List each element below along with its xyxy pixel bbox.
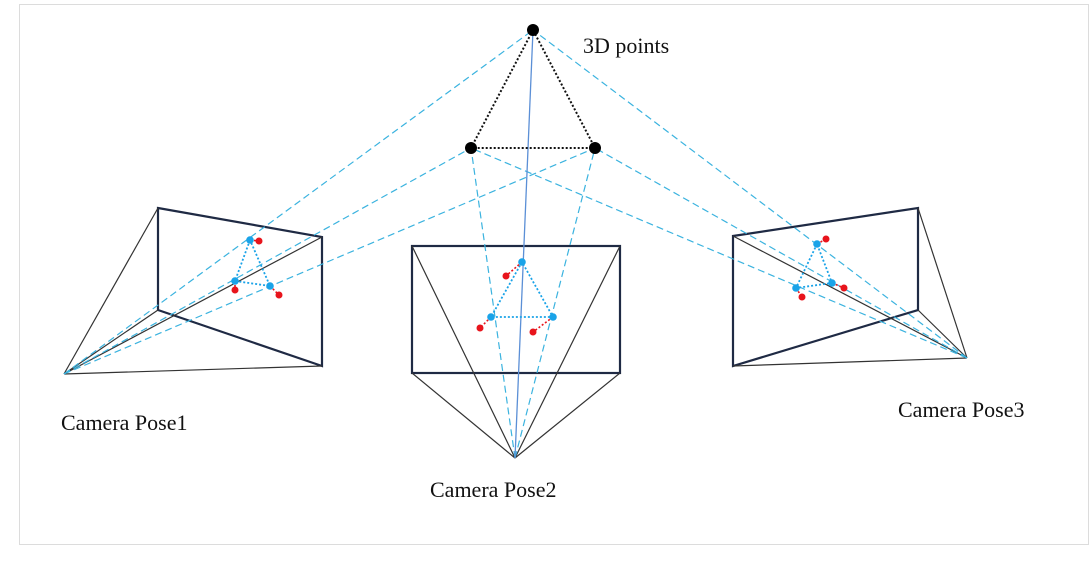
frustum-edge <box>917 207 968 359</box>
camera-pose3 <box>731 206 968 368</box>
frustum-edge <box>63 236 323 375</box>
frustum-edge <box>411 245 516 459</box>
projection-ray <box>594 147 968 359</box>
label-3d-points: 3D points <box>583 33 669 58</box>
3d-point <box>589 142 601 154</box>
projection-ray <box>63 147 596 375</box>
frustum-edge <box>411 372 516 459</box>
projected-point <box>487 313 495 321</box>
projected-triangle-2 <box>489 260 555 318</box>
frustum-edge <box>63 207 159 375</box>
3d-point <box>527 24 539 36</box>
optical-axis <box>514 29 534 459</box>
3d-points <box>465 24 601 154</box>
3d-point <box>465 142 477 154</box>
image-plane-3 <box>731 206 920 368</box>
diagram-frame <box>19 4 1089 545</box>
reprojected-point <box>275 291 283 299</box>
projection-ray <box>532 29 968 359</box>
frustum-edge <box>732 357 968 367</box>
frustum-edge <box>732 235 968 359</box>
reprojected-point <box>476 324 484 332</box>
reprojected-point <box>798 293 806 301</box>
projection-ray <box>470 147 516 459</box>
reprojected-point <box>255 237 263 245</box>
projected-point <box>246 236 254 244</box>
reprojection-error-line <box>532 316 554 333</box>
projected-triangle-1 <box>233 237 272 288</box>
projected-point <box>266 282 274 290</box>
frustum-edge <box>514 372 621 459</box>
label-camera-pose1: Camera Pose1 <box>61 410 187 435</box>
label-camera-pose3: Camera Pose3 <box>898 397 1024 422</box>
projection-ray <box>63 147 472 375</box>
frustum-edge <box>63 309 159 375</box>
projected-point <box>518 258 526 266</box>
projected-point <box>549 313 557 321</box>
frustum-edge <box>917 309 968 359</box>
reprojected-point <box>822 235 830 243</box>
reprojected-point <box>840 284 848 292</box>
frustum-edge <box>63 365 323 375</box>
reprojected-point <box>231 286 239 294</box>
3d-triangle <box>469 27 597 149</box>
camera-pose2 <box>410 244 622 459</box>
projection-ray <box>470 147 968 359</box>
reprojected-point <box>529 328 537 336</box>
frustum-edge <box>514 245 621 459</box>
reprojected-point <box>502 272 510 280</box>
camera-pose1 <box>63 206 324 375</box>
projected-point <box>828 279 836 287</box>
reprojection-error-line <box>505 261 523 277</box>
projections <box>231 235 848 336</box>
image-plane-2 <box>410 244 622 375</box>
projection-ray <box>63 29 534 375</box>
projected-point <box>231 277 239 285</box>
label-camera-pose2: Camera Pose2 <box>430 477 556 502</box>
projected-point <box>792 284 800 292</box>
projection-rays <box>63 29 968 459</box>
projection-ray <box>514 147 596 459</box>
projected-triangle-3 <box>794 241 834 290</box>
projected-point <box>813 240 821 248</box>
